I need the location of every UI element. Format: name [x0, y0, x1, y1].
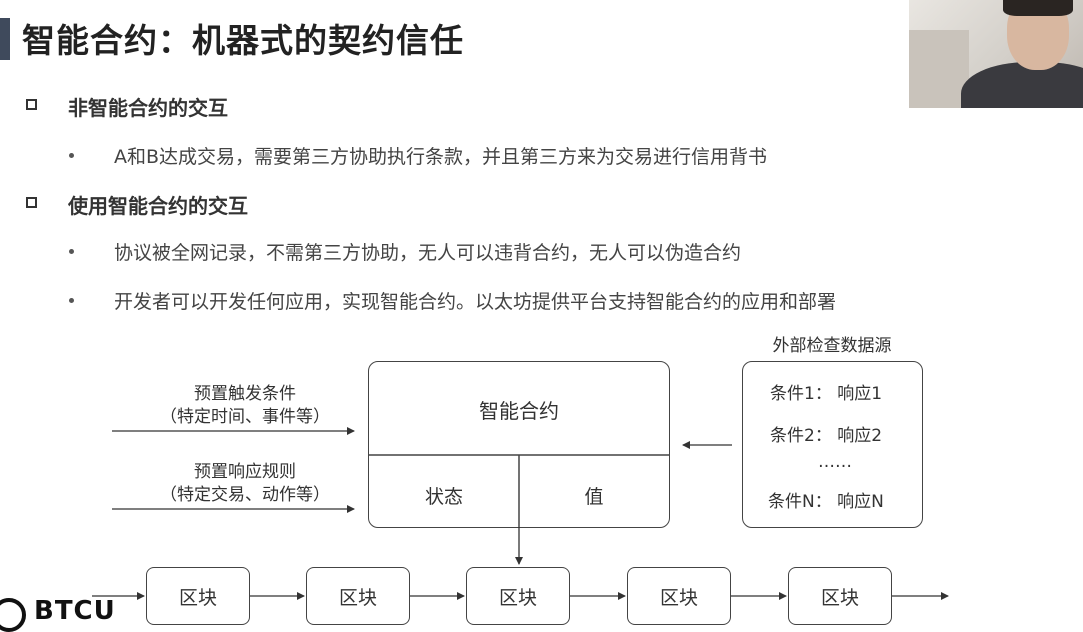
smart-contract-title: 智能合约 [479, 399, 559, 423]
bullet-dot-icon [69, 153, 74, 158]
btcu-logo-text: BTCU [34, 596, 116, 626]
block-4: 区块 [627, 567, 731, 625]
condition-item: 条件2： 响应2 [770, 426, 883, 446]
trigger-label: 预置触发条件 [194, 384, 296, 404]
list-item: 开发者可以开发任何应用，实现智能合约。以太坊提供平台支持智能合约的应用和部署 [114, 291, 837, 313]
condition-item: 条件1： 响应1 [770, 384, 883, 404]
square-bullet-icon [26, 197, 37, 208]
external-source-title: 外部检查数据源 [772, 336, 892, 356]
presenter-webcam [909, 0, 1083, 108]
trigger-sublabel: （特定时间、事件等） [160, 407, 330, 427]
bullet-dot-icon [69, 298, 74, 303]
square-bullet-icon [26, 99, 37, 110]
list-item: A和B达成交易，需要第三方协助执行条款，并且第三方来为交易进行信用背书 [114, 146, 768, 168]
condition-item: …… [818, 452, 852, 472]
section-heading-smart: 使用智能合约的交互 [68, 194, 248, 218]
block-1: 区块 [146, 567, 250, 625]
external-source-box [742, 361, 923, 528]
list-item: 协议被全网记录，不需第三方协助，无人可以违背合约，无人可以伪造合约 [114, 242, 742, 264]
section-heading-non-smart: 非智能合约的交互 [68, 96, 228, 120]
state-label: 状态 [424, 486, 463, 508]
slide-title: 智能合约：机器式的契约信任 [22, 21, 464, 60]
value-label: 值 [584, 486, 604, 508]
block-2: 区块 [306, 567, 410, 625]
response-label: 预置响应规则 [194, 462, 296, 482]
title-accent-bar [0, 18, 10, 60]
condition-item: 条件N： 响应N [768, 492, 884, 512]
block-3: 区块 [466, 567, 570, 625]
response-sublabel: （特定交易、动作等） [160, 485, 330, 505]
webcam-background [909, 30, 969, 108]
presenter-body [961, 62, 1083, 108]
bullet-dot-icon [69, 249, 74, 254]
block-5: 区块 [788, 567, 892, 625]
presenter-hair [1003, 0, 1073, 16]
